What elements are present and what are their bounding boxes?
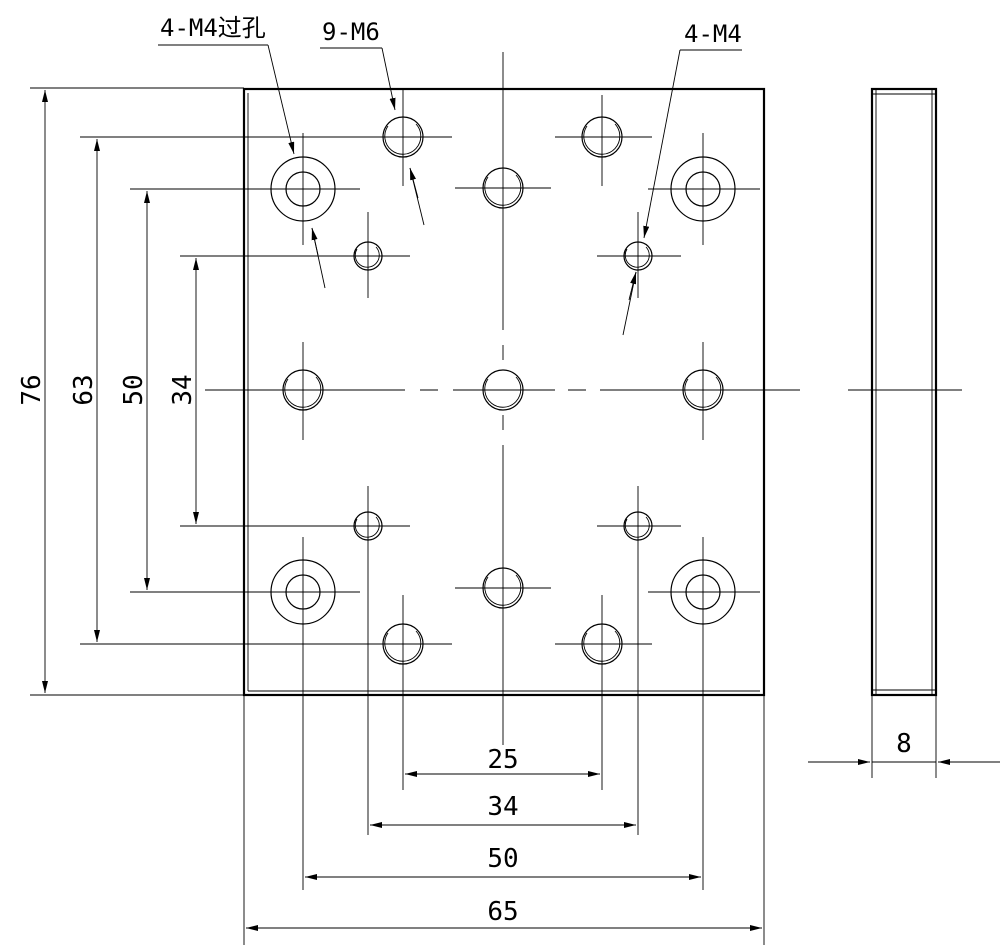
plate-side-view <box>870 87 938 778</box>
m4-through-hole-bottom-left <box>248 537 360 890</box>
dimension-34-horizontal: 34 <box>370 792 636 828</box>
callout-m4-holes: 4-M4 <box>622 20 742 336</box>
dimension-50-horizontal: 50 <box>305 844 701 880</box>
callout-m6-holes: 9-M6 <box>320 18 425 226</box>
m6-hole-lower-center <box>455 567 551 609</box>
m4-through-hole-bottom-right <box>648 537 760 890</box>
m6-hole-top-right <box>555 95 652 186</box>
m4-through-hole-top-right <box>648 133 760 245</box>
dimension-63: 63 <box>69 139 100 642</box>
dimension-76: 76 <box>17 90 48 693</box>
dimension-34-vertical: 34 <box>168 258 199 524</box>
dimension-34-vertical-label: 34 <box>168 374 198 405</box>
dimension-65: 65 <box>246 897 762 931</box>
m6-hole-mid-right <box>682 342 724 440</box>
extension-lines <box>30 87 765 945</box>
dimension-50-vertical: 50 <box>119 191 150 590</box>
dimension-76-label: 76 <box>17 374 47 405</box>
dimension-65-label: 65 <box>487 897 518 927</box>
dimension-25: 25 <box>405 745 600 777</box>
callout-through-holes: 4-M4过孔 <box>158 14 326 289</box>
m6-hole-bottom-left <box>355 595 452 790</box>
dimension-25-label: 25 <box>487 745 518 775</box>
m4-hole-lower-right <box>597 486 681 835</box>
m4-hole-upper-right <box>597 212 681 298</box>
callout-m4-holes-label: 4-M4 <box>684 20 742 48</box>
plate-front-view <box>242 87 766 697</box>
m6-hole-mid-left <box>282 342 324 440</box>
m6-hole-center <box>482 369 524 411</box>
m6-hole-upper-center <box>455 167 551 209</box>
dimension-8-label: 8 <box>896 729 912 759</box>
centerlines <box>205 52 962 745</box>
dimension-50-vertical-label: 50 <box>119 374 149 405</box>
m4-hole-upper-left <box>325 212 410 298</box>
dimension-63-label: 63 <box>69 374 99 405</box>
dimension-8: 8 <box>808 729 1000 765</box>
callout-through-holes-label: 4-M4过孔 <box>160 14 266 42</box>
m6-hole-bottom-right <box>555 595 652 790</box>
dimension-50-horizontal-label: 50 <box>487 844 518 874</box>
dimension-34-horizontal-label: 34 <box>487 792 518 822</box>
callout-m6-holes-label: 9-M6 <box>322 18 380 46</box>
